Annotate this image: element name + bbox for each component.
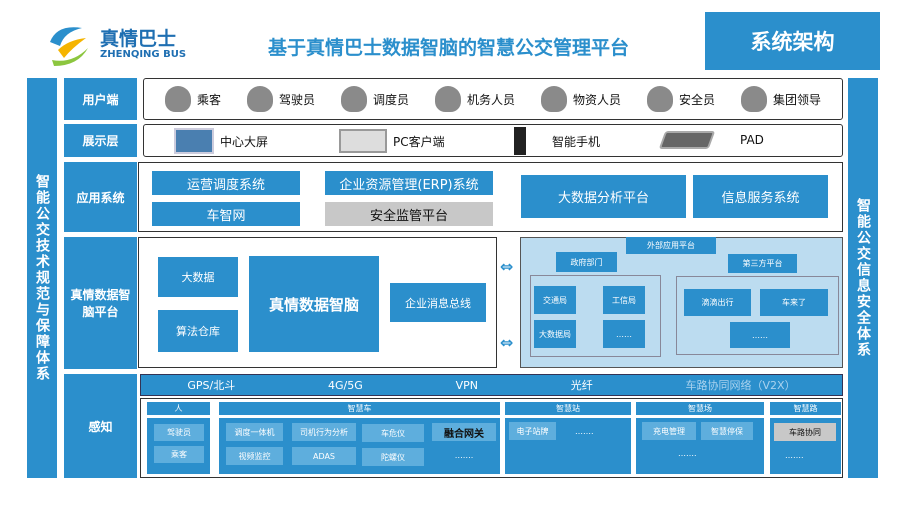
right-bar: 智能公交信息安全体系 [848,78,878,478]
third-item: …… [730,322,790,348]
row-label-apps: 应用系统 [64,162,137,232]
user-materials: 物资人员 [540,86,621,112]
dispatcher-icon [340,86,367,112]
logo-cn: 真情巴士 [100,28,177,50]
app-chezhiwang[interactable]: 车智网 [152,202,300,226]
brain-core: 真情数据智脑 [249,256,379,352]
users-row: 乘客 驾驶员 调度员 机务人员 物资人员 安全员 集团领导 [143,78,843,120]
sense-item: 车危仪 [362,424,424,442]
double-arrow-icon: ⇔ [500,257,514,276]
big-screen-icon [174,128,214,154]
pc-icon [339,129,387,153]
user-safety: 安全员 [646,86,715,112]
sense-yard-title: 智慧场 [636,402,764,415]
sense-item: 融合网关 [432,423,496,441]
display-phone: 智能手机 [514,127,600,155]
network-v2x: 车路协同网络（V2X） [685,379,796,392]
materials-worker-icon [540,86,567,112]
logo: 真情巴士 ZHENQING BUS [42,22,202,66]
sense-item-more: ……. [454,450,474,460]
sense-item-more: ……. [678,449,697,458]
brain-bus: 企业消息总线 [390,283,486,322]
leader-icon [740,86,767,112]
user-passenger: 乘客 [164,86,221,112]
external-title: 外部应用平台 [626,237,716,254]
third-title: 第三方平台 [728,254,797,273]
display-row: 中心大屏 PC客户端 智能手机 PAD [143,124,843,157]
third-item: 滴滴出行 [684,289,751,316]
network-bar: GPS/北斗 4G/5G VPN 光纤 车路协同网络（V2X） [140,374,843,396]
network-vpn: VPN [455,378,478,392]
sense-item: 智慧停保 [701,422,753,440]
network-gps: GPS/北斗 [187,379,236,392]
phone-icon [514,127,526,155]
row-label-sense: 感知 [64,374,137,478]
safety-officer-icon [646,86,673,112]
logo-en: ZHENQING BUS [100,49,187,60]
sense-item: 车路协同 [774,423,836,441]
sense-item: ADAS [292,447,356,465]
sense-car-title: 智慧车 [219,402,500,415]
user-driver: 驾驶员 [246,86,315,112]
third-group [676,276,839,355]
gov-item: 大数据局 [534,320,576,348]
sense-item: 充电管理 [642,422,696,440]
app-ops[interactable]: 运营调度系统 [152,171,300,195]
sense-item: 电子站牌 [509,422,556,440]
sense-item: 调度一体机 [226,423,283,441]
network-4g5g: 4G/5G [328,378,363,392]
sense-road-title: 智慧路 [770,402,841,415]
row-label-users: 用户端 [64,78,137,120]
sense-item-more: ……. [575,427,594,436]
app-info[interactable]: 信息服务系统 [693,175,828,218]
brain-bigdata: 大数据 [158,257,238,297]
page-title: 基于真情巴士数据智脑的智慧公交管理平台 [268,37,630,59]
row-label-display: 展示层 [64,124,137,157]
section-tag: 系统架构 [705,12,880,70]
third-item: 车来了 [760,289,828,316]
brain-algo: 算法仓库 [158,310,238,352]
driver-icon [246,86,273,112]
gov-item: 交通局 [534,286,576,314]
display-big-screen: 中心大屏 [174,128,268,154]
gov-group [530,275,661,357]
display-pc: PC客户端 [339,129,445,153]
sense-person-title: 人 [147,402,210,415]
left-bar: 智能公交技术规范与保障体系 [27,78,57,478]
sense-item: 驾驶员 [154,424,204,441]
user-dispatcher: 调度员 [340,86,409,112]
sense-station-title: 智慧站 [505,402,631,415]
sense-item: 视频监控 [226,447,283,465]
app-bigdata[interactable]: 大数据分析平台 [521,175,686,218]
gov-item: 工信局 [603,286,645,314]
row-label-brain: 真情数据智脑平台 [64,237,137,369]
logo-mark-icon [50,27,88,66]
sense-item: 司机行为分析 [292,423,356,441]
sense-item: 陀螺仪 [362,448,424,466]
gov-item: …… [603,320,645,348]
passenger-icon [164,86,191,112]
user-mechanic: 机务人员 [434,86,515,112]
sense-item: 乘客 [154,446,204,463]
gov-title: 政府部门 [556,252,617,272]
sense-item-more: ……. [785,451,804,460]
mechanic-icon [434,86,461,112]
display-pad: PAD [658,131,764,149]
app-erp[interactable]: 企业资源管理(ERP)系统 [325,171,493,195]
double-arrow-icon: ⇔ [500,333,514,352]
user-leader: 集团领导 [740,86,821,112]
network-fiber: 光纤 [570,379,593,392]
app-safety[interactable]: 安全监管平台 [325,202,493,226]
pad-icon [658,131,716,149]
